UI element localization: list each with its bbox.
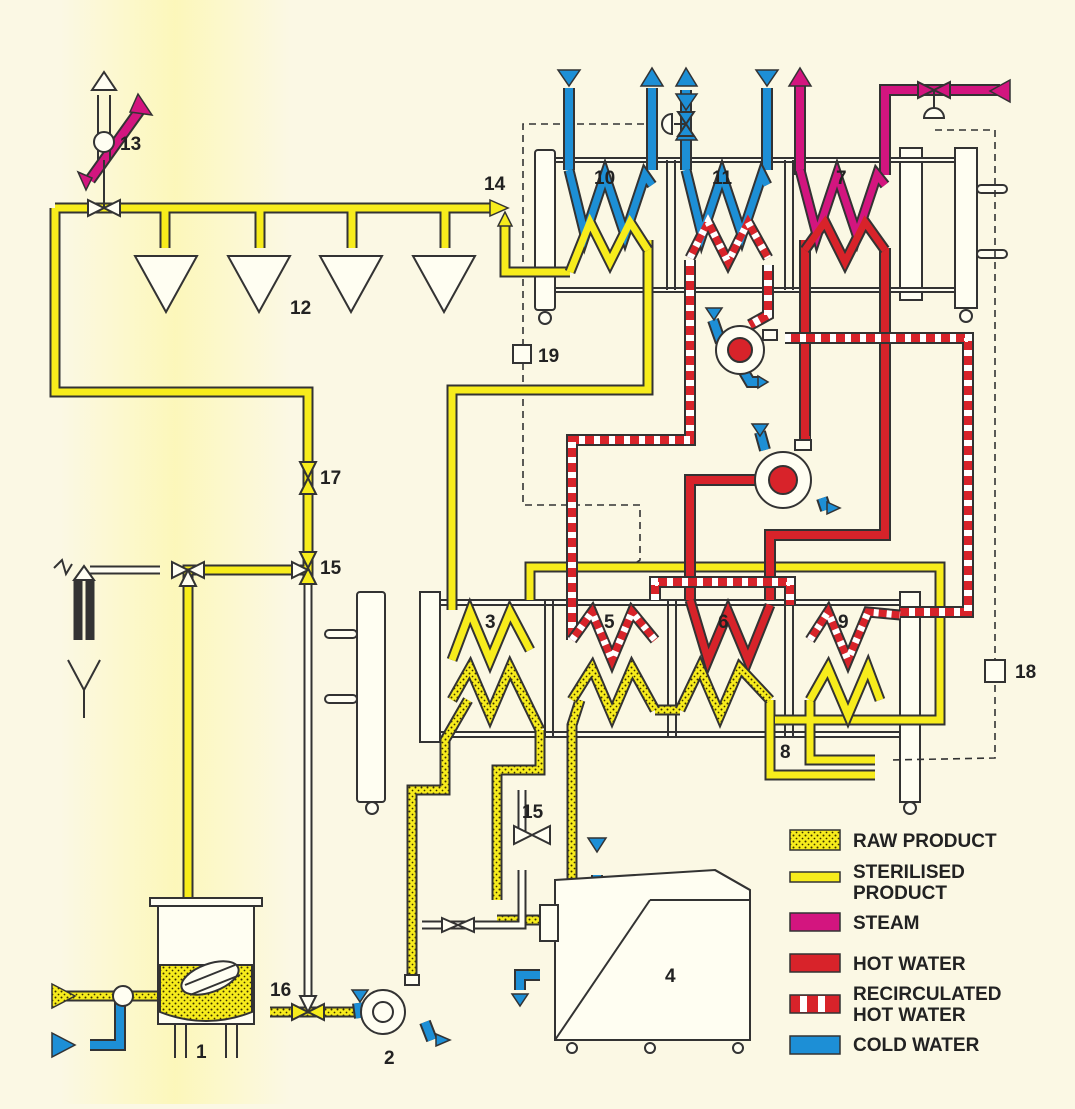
legend-swatch-steam [789,912,841,932]
homogeniser [539,868,751,1054]
label-12: 12 [290,298,311,319]
label-13: 13 [120,134,141,155]
label-15-upper: 15 [320,558,342,579]
filling-funnels [133,255,477,315]
label-4: 4 [665,966,676,987]
label-5: 5 [604,612,615,633]
label-3: 3 [485,612,496,633]
legend-recirculated-2: HOT WATER [853,1005,966,1026]
legend-swatch-recirculated [789,994,841,1014]
legend-raw-product: RAW PRODUCT [853,831,997,852]
label-15-lower: 15 [522,802,544,823]
label-19: 19 [538,346,559,367]
cold-water-arrows [51,66,842,1059]
label-2: 2 [384,1048,395,1069]
legend-steam: STEAM [853,913,920,934]
bottom-heat-exchanger [324,591,921,815]
sterilised-product-lines [49,202,946,915]
label-18: 18 [1015,662,1036,683]
label-1: 1 [196,1042,207,1063]
legend-sterilised-1: STERILISED [853,862,965,883]
top-heat-exchanger [534,147,1008,325]
legend-cold-water: COLD WATER [853,1035,980,1056]
recirculated-lines [566,260,974,640]
legend-swatch-sterilised [789,871,841,883]
label-9: 9 [838,612,849,633]
steam-lines [85,84,1000,184]
legend-sterilised-2: PRODUCT [853,883,947,904]
label-14: 14 [484,174,506,195]
legend: RAW PRODUCT STERILISED PRODUCT STEAM HOT… [789,829,1001,1056]
label-7: 7 [836,168,847,189]
legend-swatch-raw [789,829,841,851]
legend-hot-water: HOT WATER [853,954,966,975]
label-8: 8 [780,742,791,763]
label-10: 10 [594,168,615,189]
plate-zigzags [446,157,901,733]
label-11: 11 [712,168,733,189]
pumps [360,325,812,1035]
valves [87,70,951,1022]
label-16: 16 [270,980,291,1001]
label-17: 17 [320,468,341,489]
legend-recirculated-1: RECIRCULATED [853,984,1001,1005]
number-labels: 1 2 3 4 5 6 7 8 9 10 11 12 13 14 15 15 1… [120,134,1036,1069]
drain [53,558,101,718]
return-lines [73,565,527,1000]
balance-tank [149,897,263,1058]
instrument-19 [512,344,532,364]
label-6: 6 [718,612,729,633]
arrow-14 [489,198,510,218]
legend-swatch-hot-water [789,953,841,973]
instrument-18 [984,659,1006,683]
steam-arrows [76,66,1011,192]
legend-swatch-cold-water [789,1035,841,1055]
